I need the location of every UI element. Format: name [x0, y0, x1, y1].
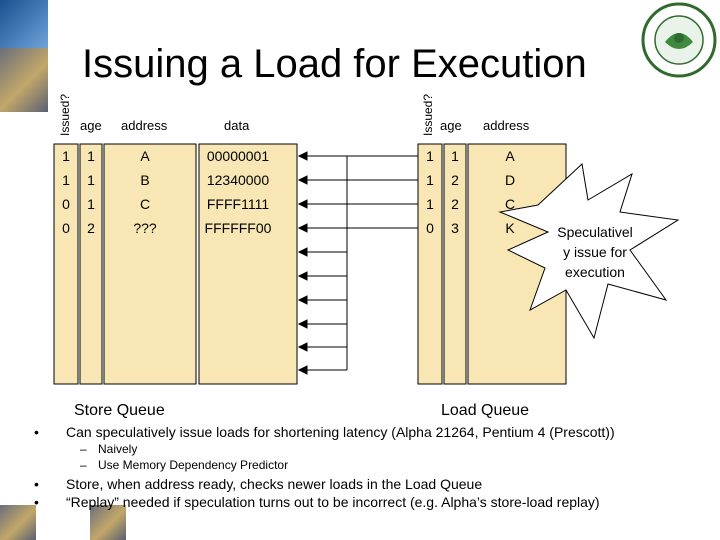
store-queue-age-cell: 1	[87, 196, 95, 212]
load-queue-age-cell: 3	[451, 220, 459, 236]
load-queue-age-cell: 1	[451, 148, 459, 164]
bullet-text: “Replay” needed if speculation turns out…	[66, 494, 600, 510]
load-queue-age-column	[443, 143, 467, 385]
store-queue-age-cell: 2	[87, 220, 95, 236]
store-queue-issued-header: Issued?	[58, 93, 72, 136]
bottom-chip-image	[90, 505, 126, 540]
load-queue-address-header: address	[483, 118, 530, 133]
store-queue-data-cell: 12340000	[206, 172, 270, 188]
bullet-text: Can speculatively issue loads for shorte…	[66, 424, 615, 440]
top-left-chip-image	[0, 48, 48, 112]
store-queue-issued-column	[53, 143, 79, 385]
sub-bullet-text: Use Memory Dependency Predictor	[98, 458, 289, 472]
callout-line: Speculativel	[557, 224, 633, 240]
load-queue-address-cell: C	[504, 196, 516, 212]
callout-line: execution	[565, 264, 625, 280]
store-queue-address-cell: ???	[133, 220, 157, 236]
store-queue-data-cell: 00000001	[206, 148, 270, 164]
queue-diagram	[53, 143, 680, 385]
store-queue-issued-cell: 0	[62, 196, 70, 212]
bullet-text: Store, when address ready, checks newer …	[66, 476, 483, 492]
store-queue-address-header: address	[121, 118, 168, 133]
load-queue-issued-header: Issued?	[421, 93, 435, 136]
load-queue-age-header: age	[440, 118, 462, 133]
store-queue-issued-cell: 1	[62, 172, 70, 188]
bullet-marker: •	[34, 424, 39, 440]
store-queue-age-cell: 1	[87, 148, 95, 164]
store-queue-data-header: data	[224, 118, 250, 133]
institute-seal-icon	[641, 2, 717, 78]
store-queue-address-column	[103, 143, 197, 385]
load-queue-issued-cell: 1	[426, 196, 434, 212]
bottom-left-chip-image	[0, 505, 36, 540]
speculative-callout-burst	[498, 162, 680, 340]
store-queue-age-column	[79, 143, 103, 385]
sub-bullet-text: Naively	[98, 442, 138, 456]
store-queue-age-header: age	[80, 118, 102, 133]
store-queue-address-cell: B	[140, 172, 150, 188]
bullet-marker: •	[34, 476, 39, 492]
store-queue-data-cell: FFFF1111	[206, 196, 270, 212]
store-queue-issued-cell: 1	[62, 148, 70, 164]
load-queue-age-cell: 2	[451, 172, 459, 188]
load-queue-address-cell: A	[505, 148, 515, 164]
store-queue-data-cell: FFFFFF00	[204, 220, 272, 236]
top-left-logo	[0, 0, 48, 48]
speculative-callout-text: Speculativel y issue for execution	[543, 222, 647, 282]
load-queue-address-cell: K	[505, 220, 515, 236]
sub-bullet-marker: –	[80, 442, 87, 456]
page-title: Issuing a Load for Execution	[82, 42, 587, 86]
bullet-marker: •	[34, 494, 39, 510]
store-queue-age-cell: 1	[87, 172, 95, 188]
load-queue-label: Load Queue	[441, 402, 530, 419]
store-queue-address-cell: A	[140, 148, 150, 164]
store-queue-label: Store Queue	[74, 402, 165, 419]
store-queue-data-column	[198, 143, 298, 385]
load-queue-issued-cell: 0	[426, 220, 434, 236]
store-queue-arrows	[297, 151, 347, 375]
store-queue-address-cell: C	[139, 196, 151, 212]
load-queue-lines	[347, 155, 418, 229]
sub-bullet-marker: –	[80, 458, 87, 472]
callout-line: y issue for	[563, 244, 627, 260]
load-queue-age-cell: 2	[451, 196, 459, 212]
load-queue-address-cell: D	[504, 172, 516, 188]
store-queue-issued-cell: 0	[62, 220, 70, 236]
load-queue-issued-column	[417, 143, 443, 385]
load-queue-issued-cell: 1	[426, 148, 434, 164]
load-queue-issued-cell: 1	[426, 172, 434, 188]
